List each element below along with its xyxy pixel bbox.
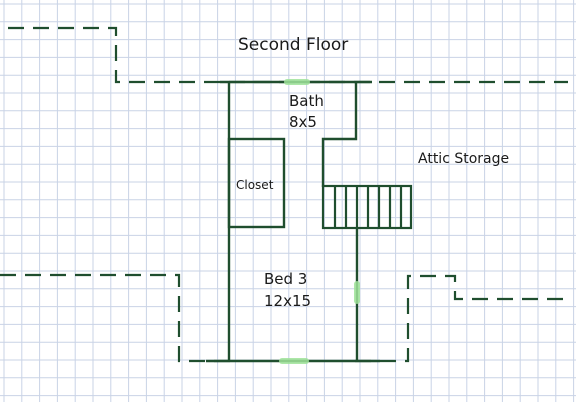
bath-right-wall (321, 82, 358, 187)
bath-window (284, 79, 310, 85)
bed-3-label: Bed 3 (264, 270, 308, 288)
bed-3-size: 12x15 (264, 292, 312, 310)
bath-size: 8x5 (289, 113, 317, 131)
attic-storage-label: Attic Storage (418, 151, 510, 167)
openings (279, 79, 360, 364)
lower-right-eave-dashed-line (355, 274, 572, 363)
bed-doorway (354, 281, 360, 304)
closet-label: Closet (236, 178, 274, 192)
bath-label: Bath (289, 92, 324, 110)
bed-window (279, 358, 309, 364)
attic-stairs (321, 184, 413, 230)
plan-title: Second Floor (238, 35, 349, 55)
lower-left-eave-dashed-line (0, 273, 230, 363)
closet-outline (227, 137, 286, 229)
